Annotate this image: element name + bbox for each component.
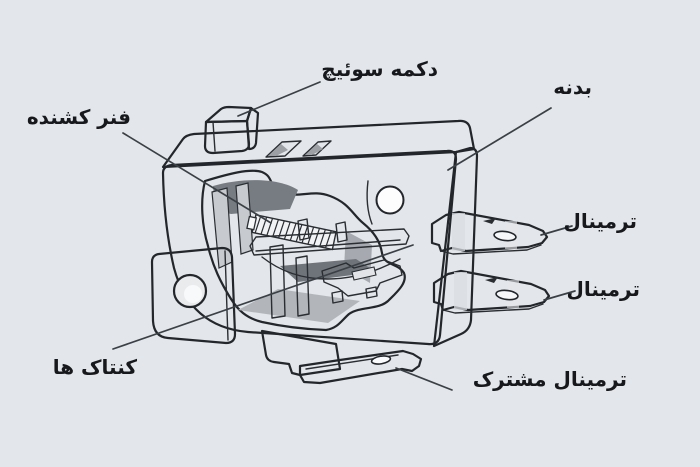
leader-body xyxy=(447,107,552,171)
leader-terminal-top xyxy=(540,225,573,236)
label-body: بدنه xyxy=(553,75,592,99)
leader-terminal-bottom xyxy=(543,290,576,301)
label-contacts: کنتاک ها xyxy=(52,355,137,379)
panel-hole xyxy=(366,180,405,225)
leader-tension-spring xyxy=(122,132,272,224)
lever-arm xyxy=(249,218,410,280)
label-switch-button: دکمه سوئیچ xyxy=(321,57,438,81)
cutaway-cavity xyxy=(201,169,410,332)
bottom-foot xyxy=(260,329,342,377)
label-common-terminal: ترمینال مشترک xyxy=(472,367,627,391)
mounting-lug xyxy=(150,246,237,345)
label-terminal-top: ترمینال xyxy=(563,209,637,233)
leader-contacts xyxy=(112,244,414,350)
terminal-blade-top xyxy=(430,210,549,255)
top-slot xyxy=(302,140,332,157)
label-terminal-bottom: ترمینال xyxy=(566,277,640,301)
common-terminal xyxy=(298,349,423,385)
label-tension-spring: فنر کشنده xyxy=(26,105,131,129)
top-slot xyxy=(265,140,302,158)
body-top-face xyxy=(161,119,476,169)
plunger-button xyxy=(203,105,260,155)
leader-switch-button xyxy=(237,81,321,117)
body-front-face xyxy=(161,149,458,346)
mounting-hole xyxy=(172,273,208,309)
terminal-blade-bottom xyxy=(432,269,551,314)
tension-spring xyxy=(246,213,337,251)
leader-common-terminal xyxy=(395,367,453,391)
leader-lines xyxy=(112,81,576,391)
contacts-assembly xyxy=(321,259,403,304)
